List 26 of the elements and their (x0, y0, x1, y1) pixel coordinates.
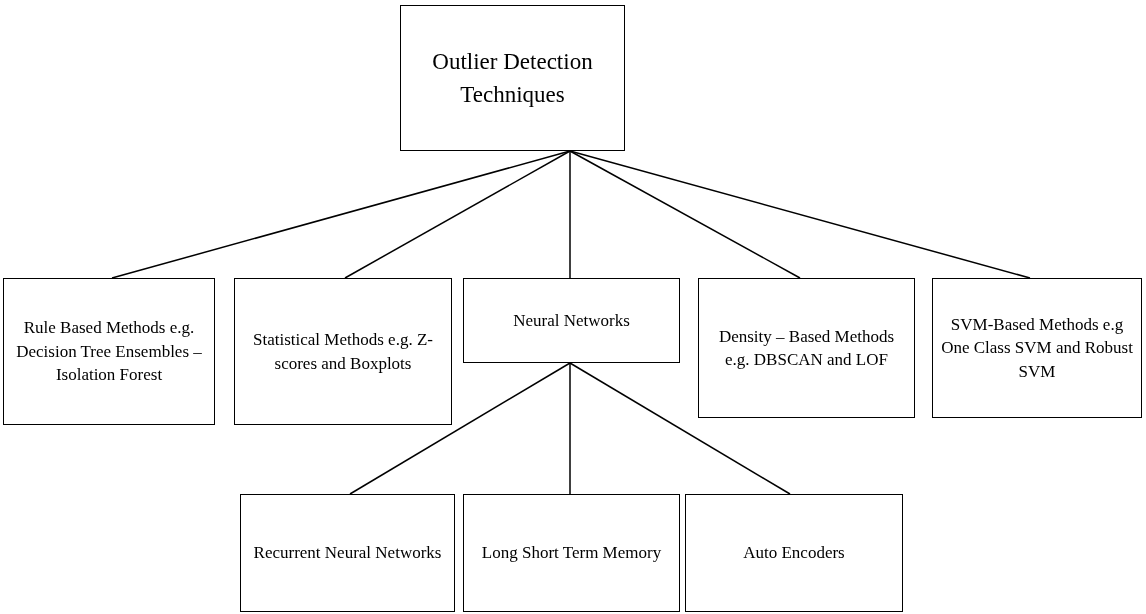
node-label: Long Short Term Memory (481, 542, 662, 565)
node-label: Outlier Detection Techniques (431, 47, 594, 109)
category-box (463, 278, 680, 363)
node-label: Rule Based Methods e.g. Decision Tree Ensembles – Isolation Forest (15, 317, 203, 387)
node-label: Auto Encoders (743, 542, 845, 565)
category-box (698, 278, 915, 418)
node-label: Recurrent Neural Networks (253, 542, 442, 565)
node-label: Density – Based Methods e.g. DBSCAN and LOF (717, 325, 896, 371)
connector-line (569, 150, 571, 279)
category-box (685, 494, 903, 612)
connector-line (569, 150, 1031, 279)
category-box (3, 278, 215, 425)
root-box (400, 5, 625, 151)
node-label: SVM-Based Methods e.g One Class SVM and Robust SVM (941, 313, 1133, 383)
connector-line (344, 150, 571, 279)
connector-line (569, 362, 791, 495)
connector-line (111, 150, 571, 279)
category-box (463, 494, 680, 612)
node-label: Statistical Methods e.g. Z-scores and Boxplots (252, 329, 434, 375)
node-label: Neural Networks (513, 309, 630, 332)
category-box (234, 278, 452, 425)
connector-line (349, 362, 571, 495)
connector-line (569, 150, 801, 279)
connector-line (569, 362, 571, 495)
category-box (932, 278, 1142, 418)
category-box (240, 494, 455, 612)
